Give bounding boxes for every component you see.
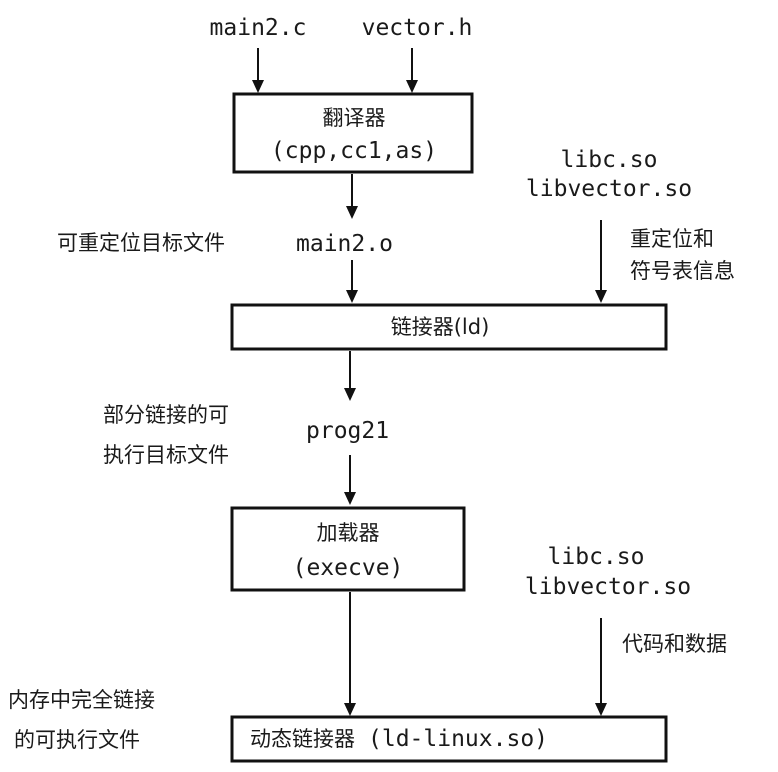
relocatable-file: main2.o	[296, 231, 393, 257]
linker-box	[230, 303, 668, 351]
reloc-symbol-info-line1: 重定位和	[630, 227, 714, 251]
shared-lib-libc-2: libc.so	[548, 544, 645, 570]
dynamic-linker-box	[230, 715, 668, 763]
translator-title: 翻译器	[323, 106, 386, 130]
arrow-source-to-translator	[252, 48, 264, 93]
header-file-label: vector.h	[362, 15, 473, 41]
full-exe-line2: 的可执行文件	[14, 728, 140, 752]
arrow-loader-to-dynamic-linker	[344, 592, 356, 716]
translator-tools: (cpp,cc1,as)	[271, 138, 437, 164]
shared-lib-libvector-2: libvector.so	[525, 574, 691, 600]
relocatable-desc: 可重定位目标文件	[57, 231, 225, 255]
arrow-header-to-translator	[406, 48, 418, 93]
arrow-partial-exe-to-loader	[344, 455, 356, 505]
partial-exe-line1: 部分链接的可	[103, 403, 229, 427]
linker-label: 链接器(ld)	[391, 315, 490, 339]
source-file-label: main2.c	[210, 15, 307, 41]
arrow-relocatable-to-linker	[346, 260, 358, 303]
dynamic-linker-program: (ld-linux.so)	[368, 726, 548, 752]
shared-lib-libvector-1: libvector.so	[526, 176, 692, 202]
dynamic-linker-name: 动态链接器	[250, 727, 355, 751]
shared-lib-libc-1: libc.so	[561, 147, 658, 173]
reloc-symbol-info-line2: 符号表信息	[630, 259, 735, 283]
partial-exe-file: prog21	[306, 418, 389, 444]
code-data-label: 代码和数据	[622, 632, 727, 656]
full-exe-line1: 内存中完全链接	[8, 688, 155, 712]
loader-title: 加载器	[317, 521, 380, 545]
loader-box	[230, 506, 466, 592]
arrow-libs-to-dynamic-linker	[595, 618, 607, 716]
translator-box	[232, 92, 474, 174]
arrow-linker-to-partial-exe	[344, 351, 356, 401]
arrow-translator-to-relocatable	[346, 174, 358, 219]
arrow-libs-to-linker	[595, 220, 607, 303]
partial-exe-line2: 执行目标文件	[103, 443, 229, 467]
loader-call: (execve)	[293, 555, 404, 581]
